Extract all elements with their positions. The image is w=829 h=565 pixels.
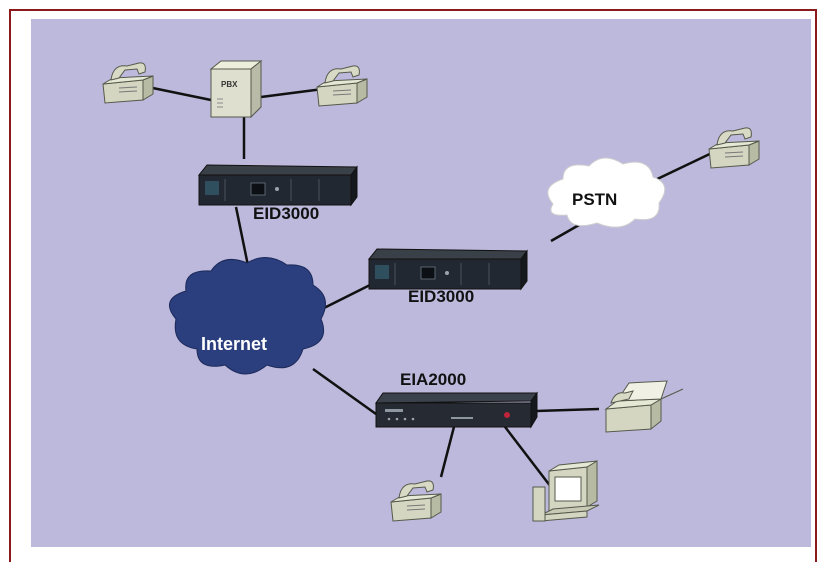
eid-top-label: EID3000	[253, 204, 319, 223]
cloud-icon	[168, 257, 326, 375]
eid-mid-label: EID3000	[408, 287, 474, 306]
fax-machine-icon	[604, 380, 684, 433]
internet-label: Internet	[201, 334, 267, 354]
eia-label: EIA2000	[400, 370, 466, 389]
outer-frame	[9, 9, 817, 562]
connection-lines	[142, 84, 717, 488]
network-diagram: PBX EID3000 EID3000 PSTN Internet EIA200…	[31, 19, 811, 547]
computer-icon	[532, 460, 600, 522]
pbx-label: PBX	[221, 80, 238, 89]
cloud-icon	[547, 157, 666, 228]
rack-gateway-icon	[198, 164, 358, 206]
desktop-gateway-icon	[375, 391, 538, 429]
pbx-cabinet-icon	[209, 59, 263, 119]
rack-gateway-icon	[368, 248, 528, 290]
pstn-label: PSTN	[572, 190, 617, 209]
